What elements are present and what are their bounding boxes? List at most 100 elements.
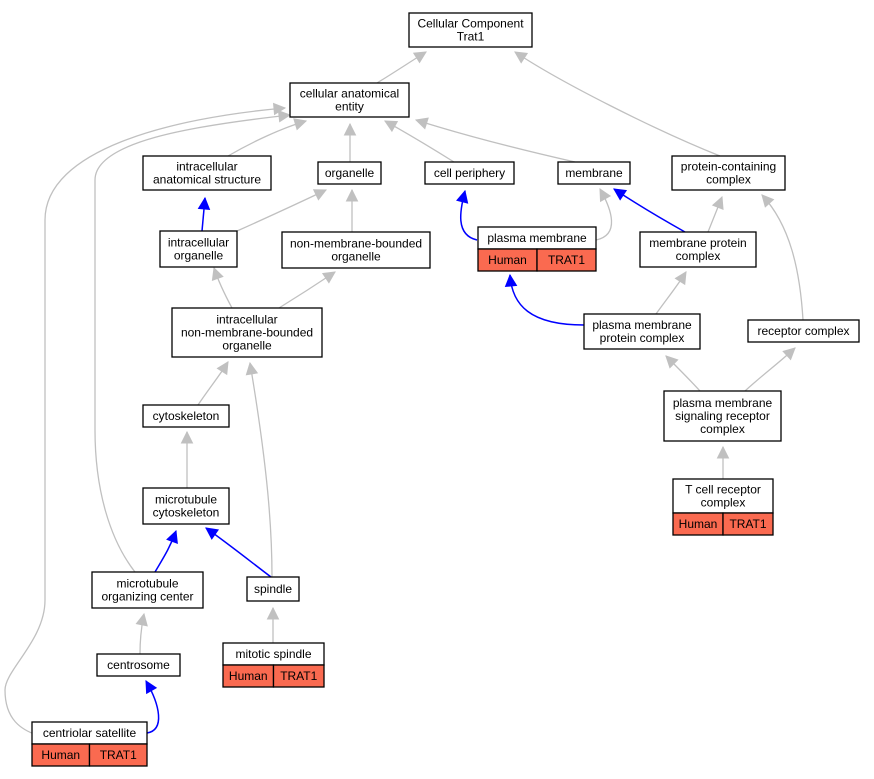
- term-label-line: complex: [676, 249, 721, 263]
- term-box: [639, 231, 757, 268]
- term-box: [317, 161, 382, 185]
- term-node-inmbo[interactable]: intracellularnon-membrane-boundedorganel…: [171, 307, 323, 358]
- edge-ias-cae: [227, 120, 307, 157]
- edge-mtoc-cae: [94, 114, 291, 573]
- edge-intraorg-organelle-arrowhead: [312, 189, 328, 201]
- edge-mtoc-cae-arrowhead: [277, 109, 292, 123]
- gene-cell: [88, 743, 148, 767]
- term-box: [281, 231, 431, 269]
- species-label: Human: [679, 517, 718, 531]
- edge-centsat-cae: [4, 107, 286, 736]
- edge-pmsrc-receptor-arrowhead: [782, 347, 796, 361]
- term-box: [557, 161, 631, 185]
- term-label-line: spindle: [254, 582, 292, 596]
- edge-organelle-cae-arrowhead: [343, 122, 357, 136]
- term-box: [747, 319, 860, 343]
- term-node-spindle[interactable]: spindle: [246, 576, 300, 602]
- gene-label: TRAT1: [729, 517, 766, 531]
- edge-mpc-membrane: [613, 188, 686, 233]
- edge-inmbo-nmbo-arrowhead: [321, 271, 336, 284]
- term-label-line: organizing center: [101, 590, 193, 604]
- term-label-line: membrane protein: [649, 236, 746, 250]
- term-label-line: Trat1: [457, 30, 485, 44]
- edge-centsat-centrosome-arrowhead: [145, 680, 158, 695]
- term-label-line: organelle: [325, 166, 375, 180]
- term-label-line: plasma membrane: [673, 396, 773, 410]
- term-label-line: mitotic spindle: [235, 647, 311, 661]
- term-box: [671, 155, 786, 191]
- edge-pmpc-pm: [509, 274, 585, 326]
- term-label-line: T cell receptor: [685, 483, 761, 497]
- term-label-line: centrosome: [107, 658, 170, 672]
- term-label-line: signaling receptor: [675, 409, 770, 423]
- edge-pmpc-mpc-arrowhead: [674, 271, 687, 286]
- term-label-line: intracellular: [168, 236, 229, 250]
- edge-mpc-membrane-arrowhead: [613, 188, 628, 201]
- edge-membrane-cae: [415, 119, 576, 163]
- edge-ias-cae-arrowhead: [293, 118, 308, 131]
- term-label-line: cellular anatomical: [300, 87, 399, 101]
- edge-cellperiph-cae: [384, 120, 455, 163]
- edge-intraorg-organelle: [236, 189, 327, 232]
- term-node-membrane[interactable]: membrane: [557, 161, 631, 185]
- edge-pm-membrane-arrowhead: [599, 188, 612, 203]
- term-box: [408, 12, 533, 48]
- term-label-line: intracellular: [176, 160, 237, 174]
- term-box: [91, 571, 204, 609]
- term-label-line: cell periphery: [434, 166, 505, 180]
- edge-cae-root-arrowhead: [412, 51, 427, 64]
- term-box: [246, 576, 300, 602]
- term-label-line: centriolar satellite: [43, 726, 137, 740]
- term-node-receptor[interactable]: receptor complex: [747, 319, 860, 343]
- edge-mtoc-mtcyto-arrowhead: [166, 529, 178, 544]
- gene-label: TRAT1: [280, 669, 317, 683]
- edge-pmpc-pm-arrowhead: [504, 273, 518, 288]
- term-label-line: microtubule: [155, 493, 217, 507]
- edge-pcc-root-arrowhead: [514, 51, 529, 64]
- species-label: Human: [229, 669, 268, 683]
- term-label-line: microtubule: [116, 577, 178, 591]
- edge-pcc-root: [514, 51, 721, 157]
- term-box: [289, 82, 410, 118]
- term-box: [424, 161, 515, 185]
- term-label-line: organelle: [174, 249, 224, 263]
- edge-layer: [4, 51, 804, 736]
- term-label-line: complex: [701, 496, 746, 510]
- term-box: [142, 404, 230, 428]
- edge-receptor-pcc-arrowhead: [761, 194, 775, 208]
- term-node-centrosome[interactable]: centrosome: [96, 653, 181, 677]
- edge-inmbo-intraorg-arrowhead: [211, 266, 224, 281]
- edge-pm-cellperiph-arrowhead: [456, 189, 469, 204]
- edge-intraorg-ias-arrowhead: [197, 196, 211, 211]
- term-label-line: complex: [700, 422, 745, 436]
- term-node-cytoskeleton[interactable]: cytoskeleton: [142, 404, 230, 428]
- edge-membrane-cae-arrowhead: [414, 117, 429, 130]
- edge-cellperiph-cae-arrowhead: [384, 120, 399, 133]
- gene-label: TRAT1: [100, 748, 137, 762]
- edge-mitotic-spindle-arrowhead: [266, 606, 280, 620]
- gene-cell: [536, 248, 597, 272]
- term-node-organelle[interactable]: organelle: [317, 161, 382, 185]
- term-label-line: protein complex: [600, 331, 685, 345]
- term-box: [672, 478, 774, 514]
- term-label-line: intracellular: [216, 313, 277, 327]
- term-node-cellperiph[interactable]: cell periphery: [424, 161, 515, 185]
- term-label-line: receptor complex: [757, 324, 849, 338]
- edge-pmsrc-pmpc-arrowhead: [665, 355, 679, 369]
